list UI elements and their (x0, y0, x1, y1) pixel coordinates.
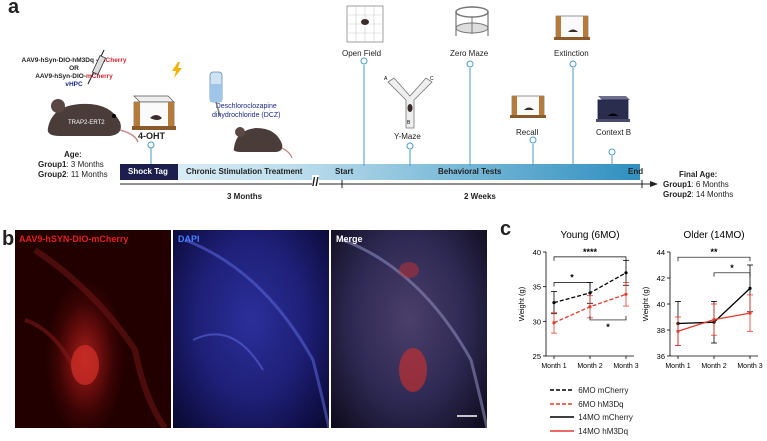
behavioral-tests-label: Behavioral Tests (438, 167, 502, 176)
dcz-label: Deschloroclozapine dihydrochloride (DCZ) (212, 103, 281, 119)
y-tick-label: 35 (533, 283, 541, 292)
y-maze-icon: A B C (384, 76, 434, 129)
syringe-icon (87, 49, 107, 85)
merge-label: Merge (336, 234, 363, 244)
x-tick-label: Month 1 (665, 363, 690, 370)
legend-item-6mo-mcherry: 6MO mCherry (550, 386, 629, 395)
panel-c-letter: c (500, 218, 512, 240)
oht-label: 4-OHT (138, 131, 165, 141)
y-tick-label: 30 (533, 317, 541, 326)
shock-tag-pin (147, 141, 155, 166)
data-point (624, 292, 628, 296)
timeline-bar (120, 164, 640, 180)
y-tick-label: 44 (657, 248, 665, 257)
legend-item-6mo-hm3dq: 6MO hM3Dq (550, 399, 624, 409)
data-point (624, 271, 628, 275)
test-pins (360, 57, 616, 166)
significance-bracket (589, 315, 627, 321)
dapi-micrograph (173, 230, 329, 428)
mcherry-micrograph (15, 230, 171, 428)
shock-box-icon (132, 95, 176, 130)
y-tick-label: 40 (533, 248, 541, 257)
data-point (712, 318, 716, 322)
x-tick-label: Month 3 (737, 363, 762, 370)
significance-star: **** (583, 247, 598, 257)
y-tick-label: 40 (657, 300, 665, 309)
data-point (552, 301, 556, 305)
dapi-label: DAPI (178, 234, 200, 244)
context-b-label: Context B (596, 128, 632, 137)
context-b-box-icon (596, 96, 630, 122)
data-point (552, 321, 556, 325)
mouse-label: TRAP2-ERT2 (68, 120, 105, 126)
start-label: Start (335, 167, 354, 176)
legend-item-14mo-mcherry: 14MO mCherry (550, 413, 633, 422)
data-point (588, 291, 592, 295)
y-tick-label: 25 (533, 352, 541, 361)
data-point (748, 286, 752, 290)
panel-a-letter: a (8, 0, 20, 18)
x-tick-label: Month 2 (577, 363, 602, 370)
y-tick-label: 38 (657, 326, 665, 335)
data-point (748, 311, 752, 315)
x-tick-label: Month 1 (541, 363, 566, 370)
recall-box-icon (510, 95, 546, 118)
data-point (588, 305, 592, 309)
significance-bracket (713, 272, 751, 277)
open-field-icon (346, 5, 384, 43)
end-label: End (628, 167, 644, 176)
significance-bracket (553, 282, 591, 287)
time-axis (120, 180, 658, 188)
zero-maze-label: Zero Maze (450, 49, 489, 58)
lightning-icon (172, 62, 182, 78)
y-axis-label: Weight (g) (641, 286, 650, 321)
zero-maze-icon (455, 6, 489, 36)
mouse-dcz-icon (233, 127, 293, 158)
data-point (676, 329, 680, 333)
chronic-label: Chronic Stimulation Treatment (186, 167, 303, 176)
water-bottle-icon (209, 71, 223, 117)
y-tick-label: 42 (657, 274, 665, 283)
axis-break-icon: // (312, 175, 319, 189)
y-axis-label: Weight (g) (517, 286, 526, 321)
virus-construct-text: AAV9-hSyn-DIO-hM3Dq - mCherry OR AAV9-hS… (21, 57, 127, 88)
significance-bracket (677, 256, 751, 262)
two-weeks-label: 2 Weeks (464, 192, 496, 201)
significance-star: * (606, 322, 610, 332)
extinction-box-icon (554, 15, 590, 40)
x-tick-label: Month 3 (613, 363, 638, 370)
y-tick-label: 36 (657, 352, 665, 361)
y-arm-b: B (407, 120, 411, 126)
legend-item-14mo-hm3dq: 14MO hM3Dq (550, 426, 629, 436)
open-field-label: Open Field (342, 49, 382, 58)
final-age-block: Final Age: Group1: 6 Months Group2: 14 M… (663, 170, 734, 199)
merge-micrograph (331, 230, 487, 428)
age-block: Age: Group1: 3 Months Group2: 11 Months (38, 150, 108, 179)
trap2-mouse-icon: TRAP2-ERT2 (47, 99, 139, 143)
recall-label: Recall (516, 128, 539, 137)
y-arm-a: A (384, 76, 388, 82)
legend: 6MO mCherry 6MO hM3Dq 14MO mCherry 14MO … (548, 384, 633, 438)
extinction-label: Extinction (554, 49, 589, 58)
shock-tag-label: Shock Tag (128, 167, 168, 176)
x-tick-label: Month 2 (701, 363, 726, 370)
y-maze-label: Y-Maze (394, 132, 421, 141)
chart-title: Young (6MO) (560, 230, 619, 241)
three-months-label: 3 Months (227, 192, 263, 201)
y-arm-c: C (430, 76, 434, 82)
significance-star: ** (710, 247, 718, 257)
panel-b-letter: b (2, 228, 15, 250)
mcherry-label: AAV9-hSYN-DIO-mCherry (19, 234, 129, 244)
chart-title: Older (14MO) (683, 230, 744, 241)
significance-bracket (553, 256, 627, 261)
significance-star: * (730, 263, 734, 273)
significance-star: * (570, 273, 574, 283)
